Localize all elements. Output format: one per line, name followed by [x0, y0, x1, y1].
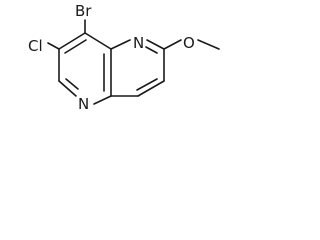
molecule-canvas: Br Cl N N O: [0, 0, 261, 137]
atom-label-o: O: [183, 34, 195, 52]
bond-c2-n1: [58, 80, 77, 97]
bond-c4a-c4: [84, 32, 112, 50]
bond-c4-c3-double: [64, 39, 87, 54]
bond-c4a-n5: [110, 39, 131, 50]
bond-o-methyl: [197, 39, 220, 50]
structure-drawing: Br Cl N N O: [28, 2, 220, 113]
bond-c3-cl: [47, 42, 60, 50]
bond-c7-c8: [137, 80, 165, 97]
bond-n1-c8a: [93, 95, 112, 105]
bond-n5-c6-double: [145, 46, 158, 54]
bond-c2-n1-double: [65, 78, 79, 90]
bond-c7-c8-double: [136, 78, 158, 91]
atom-label-br: Br: [75, 2, 92, 20]
bond-c6-o: [163, 39, 182, 50]
atom-label-cl: Cl: [28, 37, 43, 55]
atom-label-n-top: N: [133, 34, 144, 52]
atom-label-n-bottom: N: [78, 95, 89, 113]
bond-c4-c3: [58, 32, 86, 50]
bond-n5-c6: [146, 39, 165, 50]
